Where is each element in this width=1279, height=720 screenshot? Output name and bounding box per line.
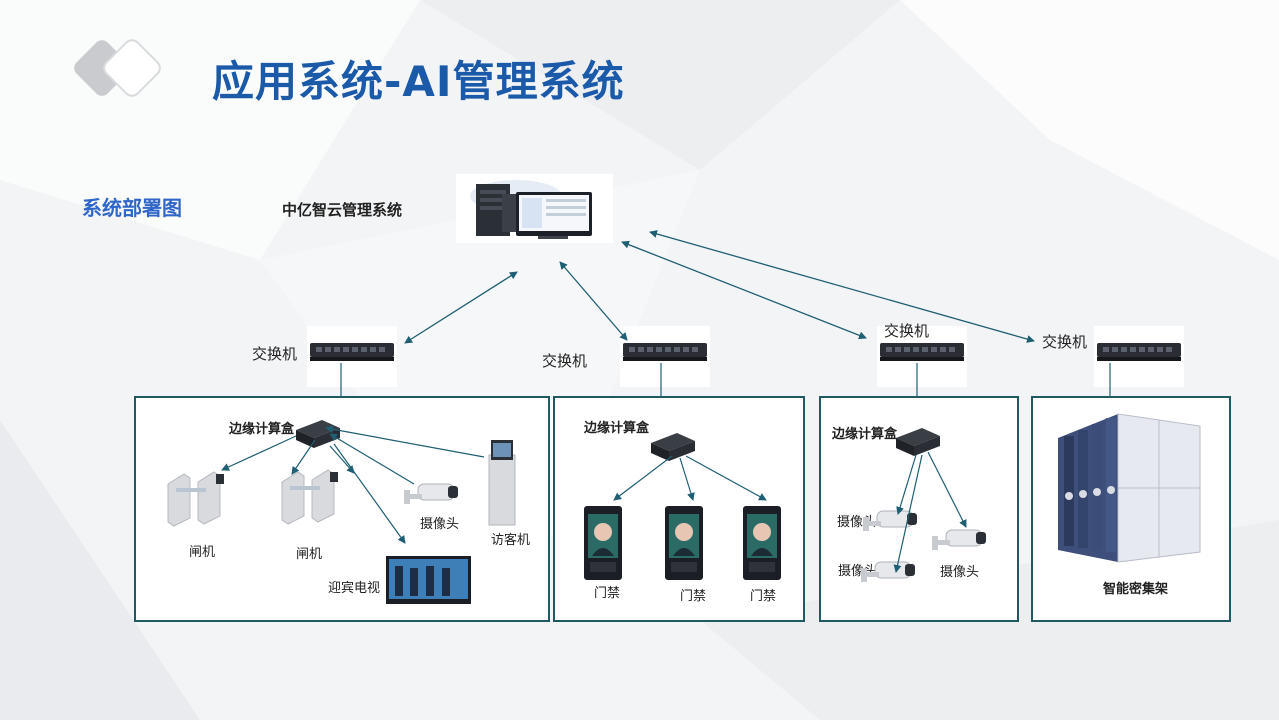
logo-diamonds — [74, 39, 161, 97]
switch-1-backdrop — [307, 326, 397, 387]
switch-4-backdrop — [1094, 326, 1184, 387]
server-label: 中亿智云管理系统 — [282, 201, 403, 219]
page-title: 应用系统-AI管理系统 — [212, 57, 625, 106]
camera-4-label: 摄像头 — [940, 565, 980, 580]
gate-1-label: 闸机 — [189, 545, 216, 560]
server-icon — [456, 174, 613, 243]
switch-3-label: 交换机 — [884, 322, 930, 340]
switch-2-backdrop — [620, 326, 710, 387]
edge-box-1-label: 边缘计算盒 — [229, 422, 295, 437]
switch-1-label: 交换机 — [252, 345, 298, 363]
switch-2-label: 交换机 — [542, 352, 588, 370]
camera-1-label: 摄像头 — [420, 517, 460, 532]
welcome-tv-label: 迎宾电视 — [328, 581, 381, 596]
edge-box-2-label: 边缘计算盒 — [584, 421, 650, 436]
camera-2-label: 摄像头 — [837, 515, 877, 530]
switch-4-label: 交换机 — [1042, 333, 1088, 351]
access-1-label: 门禁 — [594, 586, 621, 601]
access-2-label: 门禁 — [680, 589, 707, 604]
gate-2-label: 闸机 — [296, 547, 323, 562]
access-3-label: 门禁 — [750, 589, 777, 604]
diagram-subtitle: 系统部署图 — [82, 196, 182, 220]
edge-box-3-label: 边缘计算盒 — [832, 427, 898, 442]
smart-shelf-label: 智能密集架 — [1103, 582, 1169, 597]
camera-3-label: 摄像头 — [838, 564, 878, 579]
visitor-kiosk-label: 访客机 — [491, 533, 531, 548]
